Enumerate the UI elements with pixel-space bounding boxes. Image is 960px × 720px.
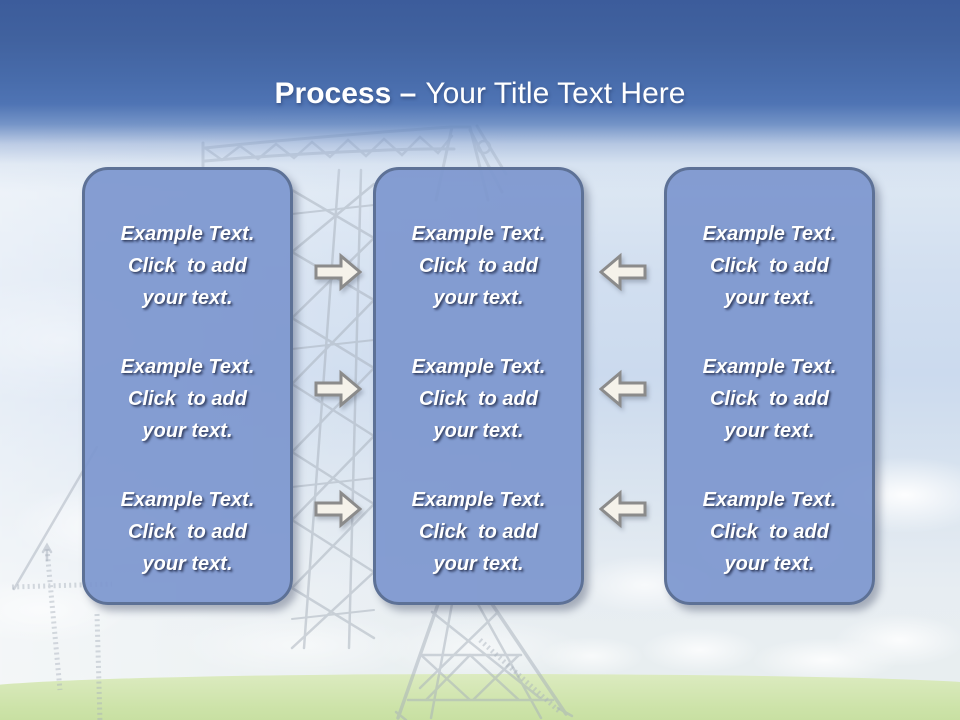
right-arrow-icon[interactable] xyxy=(314,369,362,409)
text-placeholder[interactable]: Example Text. Click to add your text. xyxy=(702,489,842,575)
title-placeholder-text: Your Title Text Here xyxy=(425,77,686,111)
text-placeholder[interactable]: Example Text. Click to add your text. xyxy=(702,356,842,442)
left-arrow-icon[interactable] xyxy=(599,252,647,292)
process-box-middle[interactable]: Example Text. Click to add your text. Ex… xyxy=(373,167,584,605)
process-box-right[interactable]: Example Text. Click to add your text. Ex… xyxy=(664,167,875,605)
right-arrow-icon[interactable] xyxy=(314,252,362,292)
text-placeholder[interactable]: Example Text. Click to add your text. xyxy=(120,489,260,575)
left-arrow-icon[interactable] xyxy=(599,369,647,409)
title-keyword: Process – xyxy=(274,77,417,111)
right-arrow-icon[interactable] xyxy=(314,489,362,529)
text-placeholder[interactable]: Example Text. Click to add your text. xyxy=(702,223,842,309)
text-placeholder[interactable]: Example Text. Click to add your text. xyxy=(120,223,260,309)
process-box-left[interactable]: Example Text. Click to add your text. Ex… xyxy=(82,167,293,605)
text-placeholder[interactable]: Example Text. Click to add your text. xyxy=(120,356,260,442)
left-arrow-icon[interactable] xyxy=(599,489,647,529)
text-placeholder[interactable]: Example Text. Click to add your text. xyxy=(411,223,551,309)
slide-title[interactable]: Process –Your Title Text Here xyxy=(0,76,960,112)
grass-background xyxy=(0,674,960,720)
text-placeholder[interactable]: Example Text. Click to add your text. xyxy=(411,489,551,575)
text-placeholder[interactable]: Example Text. Click to add your text. xyxy=(411,356,551,442)
